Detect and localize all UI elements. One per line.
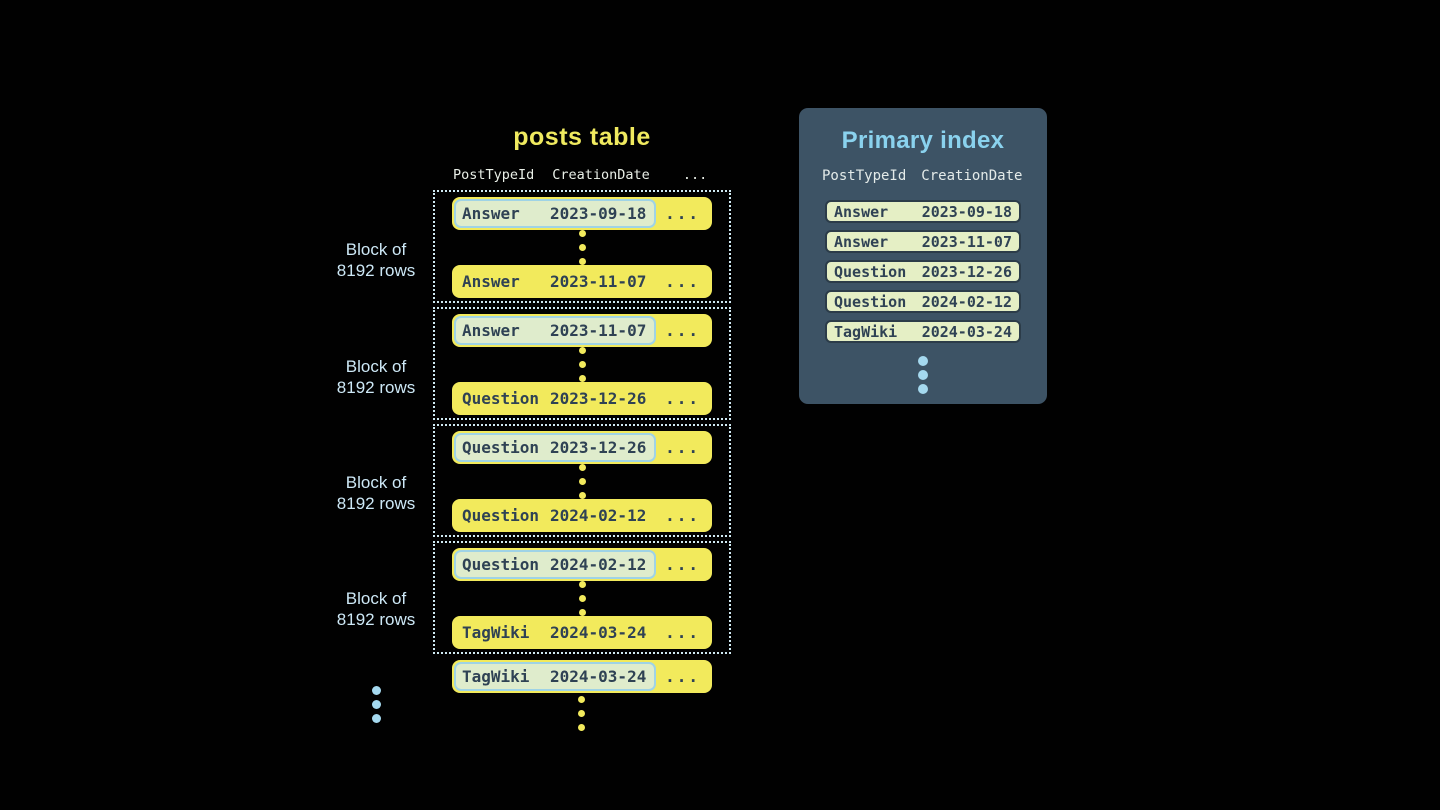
block-label-line2: 8192 rows (336, 261, 416, 280)
column-header-creationdate: CreationDate (552, 167, 650, 183)
block-label-1: Block of 8192 rows (321, 239, 431, 281)
row-more-columns: ... (665, 555, 700, 574)
index-entry: Answer 2023-11-07 (825, 230, 1021, 253)
table-row: Question 2023-12-26 ... (452, 382, 712, 415)
entry-posttypeid: Question (834, 292, 907, 311)
entry-posttypeid: Question (834, 262, 907, 281)
row-block-2: Answer 2023-11-07 ... Question 2023-12-2… (433, 307, 731, 420)
row-more-columns: ... (665, 506, 700, 525)
entry-posttypeid: Answer (834, 202, 889, 221)
block-label-line2: 8192 rows (336, 378, 416, 397)
entry-creationdate: 2023-09-18 (921, 202, 1012, 221)
index-entry: Answer 2023-09-18 (825, 200, 1021, 223)
indexed-entry-highlight: Answer 2023-11-07 (454, 316, 656, 345)
index-entry: TagWiki 2024-03-24 (825, 320, 1021, 343)
omitted-entries-dots (918, 356, 928, 394)
row-values: Answer 2023-11-07 (454, 267, 656, 296)
table-row: Answer 2023-09-18 ... (452, 197, 712, 230)
row-creationdate: 2024-03-24 (550, 667, 647, 686)
indexed-entry-highlight: Answer 2023-09-18 (454, 199, 656, 228)
row-more-columns: ... (665, 667, 700, 686)
omitted-blocks-dots (372, 686, 381, 723)
block-label-line2: 8192 rows (336, 494, 416, 513)
table-row: Answer 2023-11-07 ... (452, 314, 712, 347)
block-label-line1: Block of (345, 473, 407, 492)
indexed-entry-highlight: Question 2023-12-26 (454, 433, 656, 462)
indexed-entry-highlight: Question 2024-02-12 (454, 550, 656, 579)
index-entry: Question 2024-02-12 (825, 290, 1021, 313)
table-row: Question 2024-02-12 ... (452, 499, 712, 532)
omitted-rows-dots (578, 464, 586, 499)
entry-creationdate: 2024-02-12 (921, 292, 1012, 311)
row-posttypeid: Question (462, 555, 540, 574)
row-creationdate: 2024-02-12 (550, 506, 647, 525)
row-block-4: Question 2024-02-12 ... TagWiki 2024-03-… (433, 541, 731, 654)
omitted-rows-dots (578, 230, 586, 265)
entry-posttypeid: Answer (834, 232, 889, 251)
row-creationdate: 2024-02-12 (550, 555, 647, 574)
block-label-line1: Block of (345, 357, 407, 376)
row-creationdate: 2023-12-26 (550, 438, 647, 457)
column-header-more: ... (682, 167, 708, 183)
next-block-first-row: TagWiki 2024-03-24 ... (452, 660, 712, 693)
column-header-creationdate: CreationDate (921, 168, 1023, 184)
index-entry: Question 2023-12-26 (825, 260, 1021, 283)
indexed-entry-highlight: TagWiki 2024-03-24 (454, 662, 656, 691)
primary-index-title: Primary index (841, 127, 1005, 154)
row-block-3: Question 2023-12-26 ... Question 2024-02… (433, 424, 731, 537)
block-label-4: Block of 8192 rows (321, 588, 431, 630)
row-more-columns: ... (665, 438, 700, 457)
block-label-line2: 8192 rows (336, 610, 416, 629)
row-posttypeid: Answer (462, 204, 520, 223)
row-block-1: Answer 2023-09-18 ... Answer 2023-11-07 … (433, 190, 731, 303)
row-more-columns: ... (665, 204, 700, 223)
entry-posttypeid: TagWiki (834, 322, 898, 341)
row-more-columns: ... (665, 272, 700, 291)
entry-creationdate: 2023-11-07 (921, 232, 1012, 251)
row-posttypeid: TagWiki (462, 667, 530, 686)
row-creationdate: 2023-11-07 (550, 321, 647, 340)
primary-index-rows: Answer 2023-09-18 Answer 2023-11-07 Ques… (825, 200, 1021, 343)
entry-creationdate: 2024-03-24 (921, 322, 1012, 341)
row-creationdate: 2023-11-07 (550, 272, 647, 291)
column-header-posttypeid: PostTypeId (822, 168, 907, 184)
column-header-posttypeid: PostTypeId (453, 167, 535, 183)
row-posttypeid: Answer (462, 321, 520, 340)
block-label-line1: Block of (345, 240, 407, 259)
block-label-line1: Block of (345, 589, 407, 608)
omitted-rows-dots (578, 696, 585, 731)
row-posttypeid: Question (462, 506, 540, 525)
row-values: Question 2023-12-26 (454, 384, 656, 413)
row-posttypeid: Answer (462, 272, 520, 291)
posts-table-title: posts table (513, 123, 651, 151)
row-posttypeid: TagWiki (462, 623, 530, 642)
row-creationdate: 2023-09-18 (550, 204, 647, 223)
primary-index-panel: Primary index PostTypeId CreationDate An… (799, 108, 1047, 404)
row-values: Question 2024-02-12 (454, 501, 656, 530)
block-label-2: Block of 8192 rows (321, 356, 431, 398)
primary-index-column-headers: PostTypeId CreationDate (799, 168, 1047, 184)
posts-table-column-headers: PostTypeId CreationDate ... (433, 167, 731, 183)
row-posttypeid: Question (462, 389, 540, 408)
row-posttypeid: Question (462, 438, 540, 457)
omitted-rows-dots (578, 347, 586, 382)
row-more-columns: ... (665, 321, 700, 340)
table-row: Answer 2023-11-07 ... (452, 265, 712, 298)
table-row: Question 2023-12-26 ... (452, 431, 712, 464)
table-row: Question 2024-02-12 ... (452, 548, 712, 581)
block-label-3: Block of 8192 rows (321, 472, 431, 514)
row-more-columns: ... (665, 389, 700, 408)
entry-creationdate: 2023-12-26 (921, 262, 1012, 281)
row-values: TagWiki 2024-03-24 (454, 618, 656, 647)
row-more-columns: ... (665, 623, 700, 642)
row-creationdate: 2023-12-26 (550, 389, 647, 408)
omitted-rows-dots (578, 581, 586, 616)
table-row: TagWiki 2024-03-24 ... (452, 616, 712, 649)
row-creationdate: 2024-03-24 (550, 623, 647, 642)
